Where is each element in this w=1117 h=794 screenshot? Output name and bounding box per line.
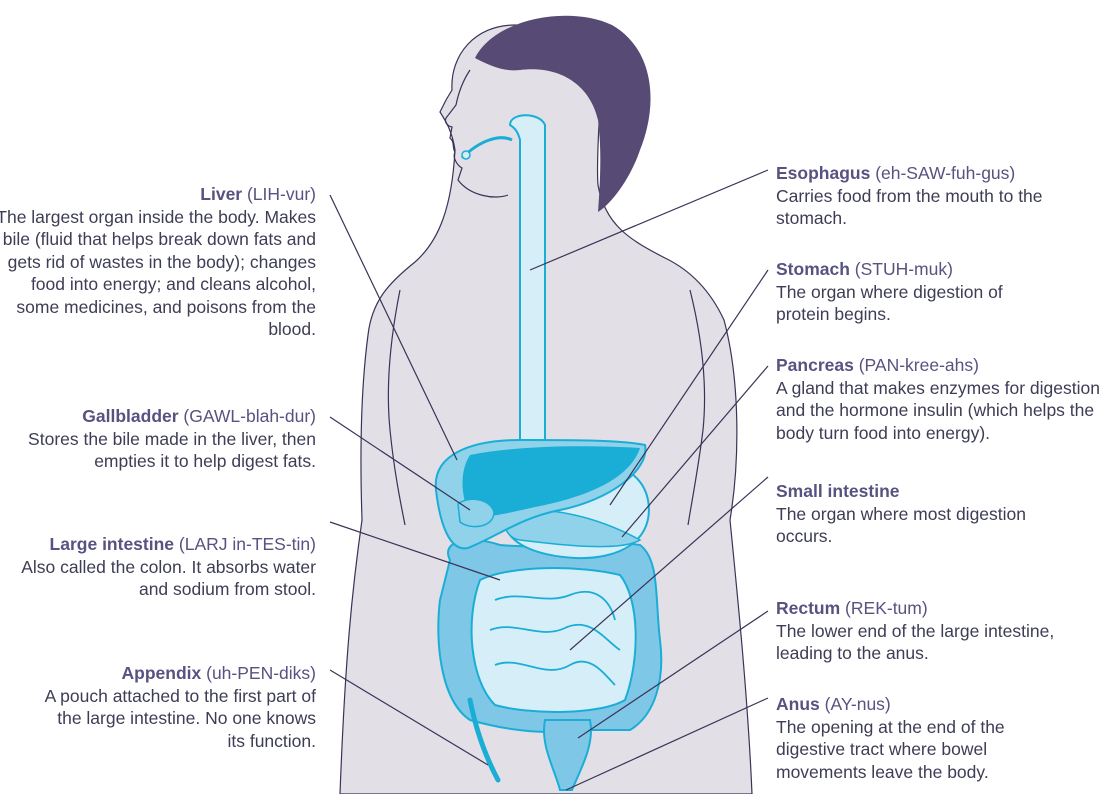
label-esophagus-description: Carries food from the mouth to the stoma… xyxy=(776,185,1076,230)
label-pancreas-pronunciation: (PAN-kree-ahs) xyxy=(854,355,979,375)
label-gallbladder-description: Stores the bile made in the liver, then … xyxy=(16,428,316,473)
label-esophagus: Esophagus (eh-SAW-fuh-gus) Carries food … xyxy=(776,162,1076,230)
label-stomach-description: The organ where digestion of protein beg… xyxy=(776,281,1026,326)
label-small-intestine-term: Small intestine xyxy=(776,481,900,501)
label-rectum-term: Rectum xyxy=(776,598,840,618)
label-gallbladder-term: Gallbladder xyxy=(82,406,178,426)
label-gallbladder-pronunciation: (GAWL-blah-dur) xyxy=(179,406,316,426)
label-appendix-description: A pouch attached to the first part of th… xyxy=(36,685,316,753)
label-stomach-pronunciation: (STUH-muk) xyxy=(850,259,953,279)
label-rectum-description: The lower end of the large intestine, le… xyxy=(776,620,1111,665)
label-gallbladder: Gallbladder (GAWL-blah-dur) Stores the b… xyxy=(16,405,316,473)
label-anus: Anus (AY-nus) The opening at the end of … xyxy=(776,693,1061,783)
throat-dot xyxy=(462,151,470,159)
label-large-intestine-term: Large intestine xyxy=(50,534,174,554)
label-liver: Liver (LIH-vur) The largest organ inside… xyxy=(0,183,316,341)
label-rectum-pronunciation: (REK-tum) xyxy=(840,598,928,618)
label-anus-pronunciation: (AY-nus) xyxy=(820,694,891,714)
label-liver-term: Liver xyxy=(200,184,242,204)
label-appendix-pronunciation: (uh-PEN-diks) xyxy=(201,663,316,683)
label-large-intestine-description: Also called the colon. It absorbs water … xyxy=(0,556,316,601)
label-pancreas-description: A gland that makes enzymes for digestion… xyxy=(776,377,1106,445)
label-appendix-term: Appendix xyxy=(122,663,202,683)
label-appendix: Appendix (uh-PEN-diks) A pouch attached … xyxy=(36,662,316,752)
label-liver-pronunciation: (LIH-vur) xyxy=(242,184,316,204)
label-small-intestine: Small intestine The organ where most dig… xyxy=(776,480,1086,548)
label-large-intestine: Large intestine (LARJ in-TES-tin) Also c… xyxy=(0,533,316,601)
label-stomach: Stomach (STUH-muk) The organ where diges… xyxy=(776,258,1026,326)
label-small-intestine-description: The organ where most digestion occurs. xyxy=(776,503,1086,548)
gallbladder-shape xyxy=(458,499,494,526)
label-stomach-term: Stomach xyxy=(776,259,850,279)
label-anus-description: The opening at the end of the digestive … xyxy=(776,716,1061,784)
small-intestine-shape xyxy=(472,568,636,712)
label-liver-description: The largest organ inside the body. Makes… xyxy=(0,206,316,341)
label-rectum: Rectum (REK-tum) The lower end of the la… xyxy=(776,597,1111,665)
label-pancreas-term: Pancreas xyxy=(776,355,854,375)
label-esophagus-term: Esophagus xyxy=(776,163,870,183)
label-anus-term: Anus xyxy=(776,694,820,714)
label-pancreas: Pancreas (PAN-kree-ahs) A gland that mak… xyxy=(776,354,1106,444)
label-esophagus-pronunciation: (eh-SAW-fuh-gus) xyxy=(870,163,1015,183)
label-large-intestine-pronunciation: (LARJ in-TES-tin) xyxy=(174,534,316,554)
